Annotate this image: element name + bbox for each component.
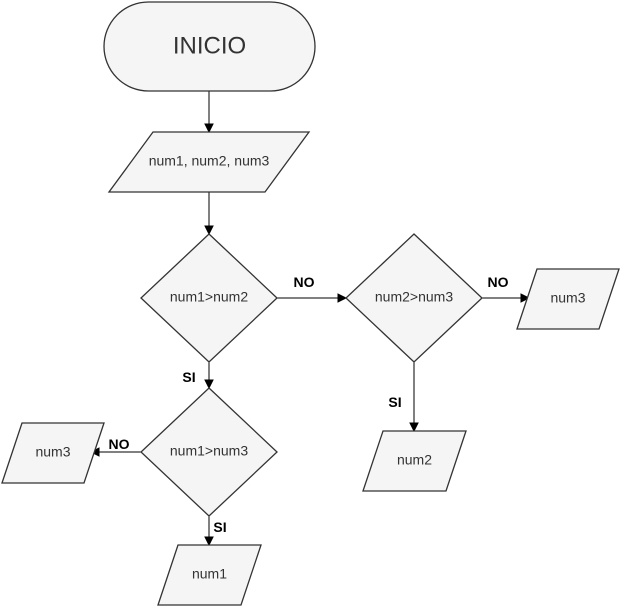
decision-num1-gt-num3: num1>num3: [140, 387, 278, 517]
arrowhead: [204, 123, 214, 134]
edge-labels: NO SI NO SI NO SI: [109, 274, 509, 535]
start-terminator-label: INICIO: [173, 32, 246, 59]
output-num3-right: num3: [516, 268, 620, 330]
output-num1-label: num1: [192, 566, 227, 582]
arrowhead: [204, 536, 214, 547]
decision-num1-gt-num2-shape: [140, 233, 278, 363]
output-num2: num2: [362, 430, 467, 492]
edge-label-cond1-si: SI: [182, 369, 195, 385]
edge-label-cond3-no: NO: [109, 436, 130, 452]
edge-label-cond2-no: NO: [488, 274, 509, 290]
input-parallelogram-label: num1, num2, num3: [149, 153, 270, 169]
decision-num2-gt-num3: num2>num3: [345, 233, 483, 363]
output-num1-shape: [157, 544, 262, 606]
output-num2-label: num2: [397, 452, 432, 468]
edge-label-cond1-no: NO: [294, 274, 315, 290]
output-num3-right-label: num3: [550, 290, 585, 306]
output-num3-left: num3: [1, 422, 105, 484]
output-num1: num1: [157, 544, 262, 606]
arrowhead: [204, 379, 214, 390]
decision-num2-gt-num3-shape: [345, 233, 483, 363]
start-terminator-shape: [103, 1, 316, 92]
output-num3-right-shape: [516, 268, 620, 330]
start-terminator: INICIO: [103, 1, 316, 92]
arrowhead: [409, 422, 419, 433]
output-num3-left-label: num3: [35, 444, 70, 460]
input-parallelogram-shape: [107, 131, 311, 193]
output-num3-left-shape: [1, 422, 105, 484]
decision-num1-gt-num2: num1>num2: [140, 233, 278, 363]
decision-num1-gt-num3-shape: [140, 387, 278, 517]
arrowhead: [520, 293, 531, 303]
edges: [89, 91, 531, 547]
arrowhead: [204, 225, 214, 236]
output-num2-shape: [362, 430, 467, 492]
edge-label-cond3-si: SI: [213, 519, 226, 535]
edge-label-cond2-si: SI: [388, 394, 401, 410]
decision-num1-gt-num2-label: num1>num2: [170, 289, 248, 305]
input-parallelogram: num1, num2, num3: [107, 131, 311, 193]
decision-num2-gt-num3-label: num2>num3: [375, 289, 453, 305]
decision-num1-gt-num3-label: num1>num3: [170, 443, 248, 459]
arrowhead: [337, 293, 348, 303]
